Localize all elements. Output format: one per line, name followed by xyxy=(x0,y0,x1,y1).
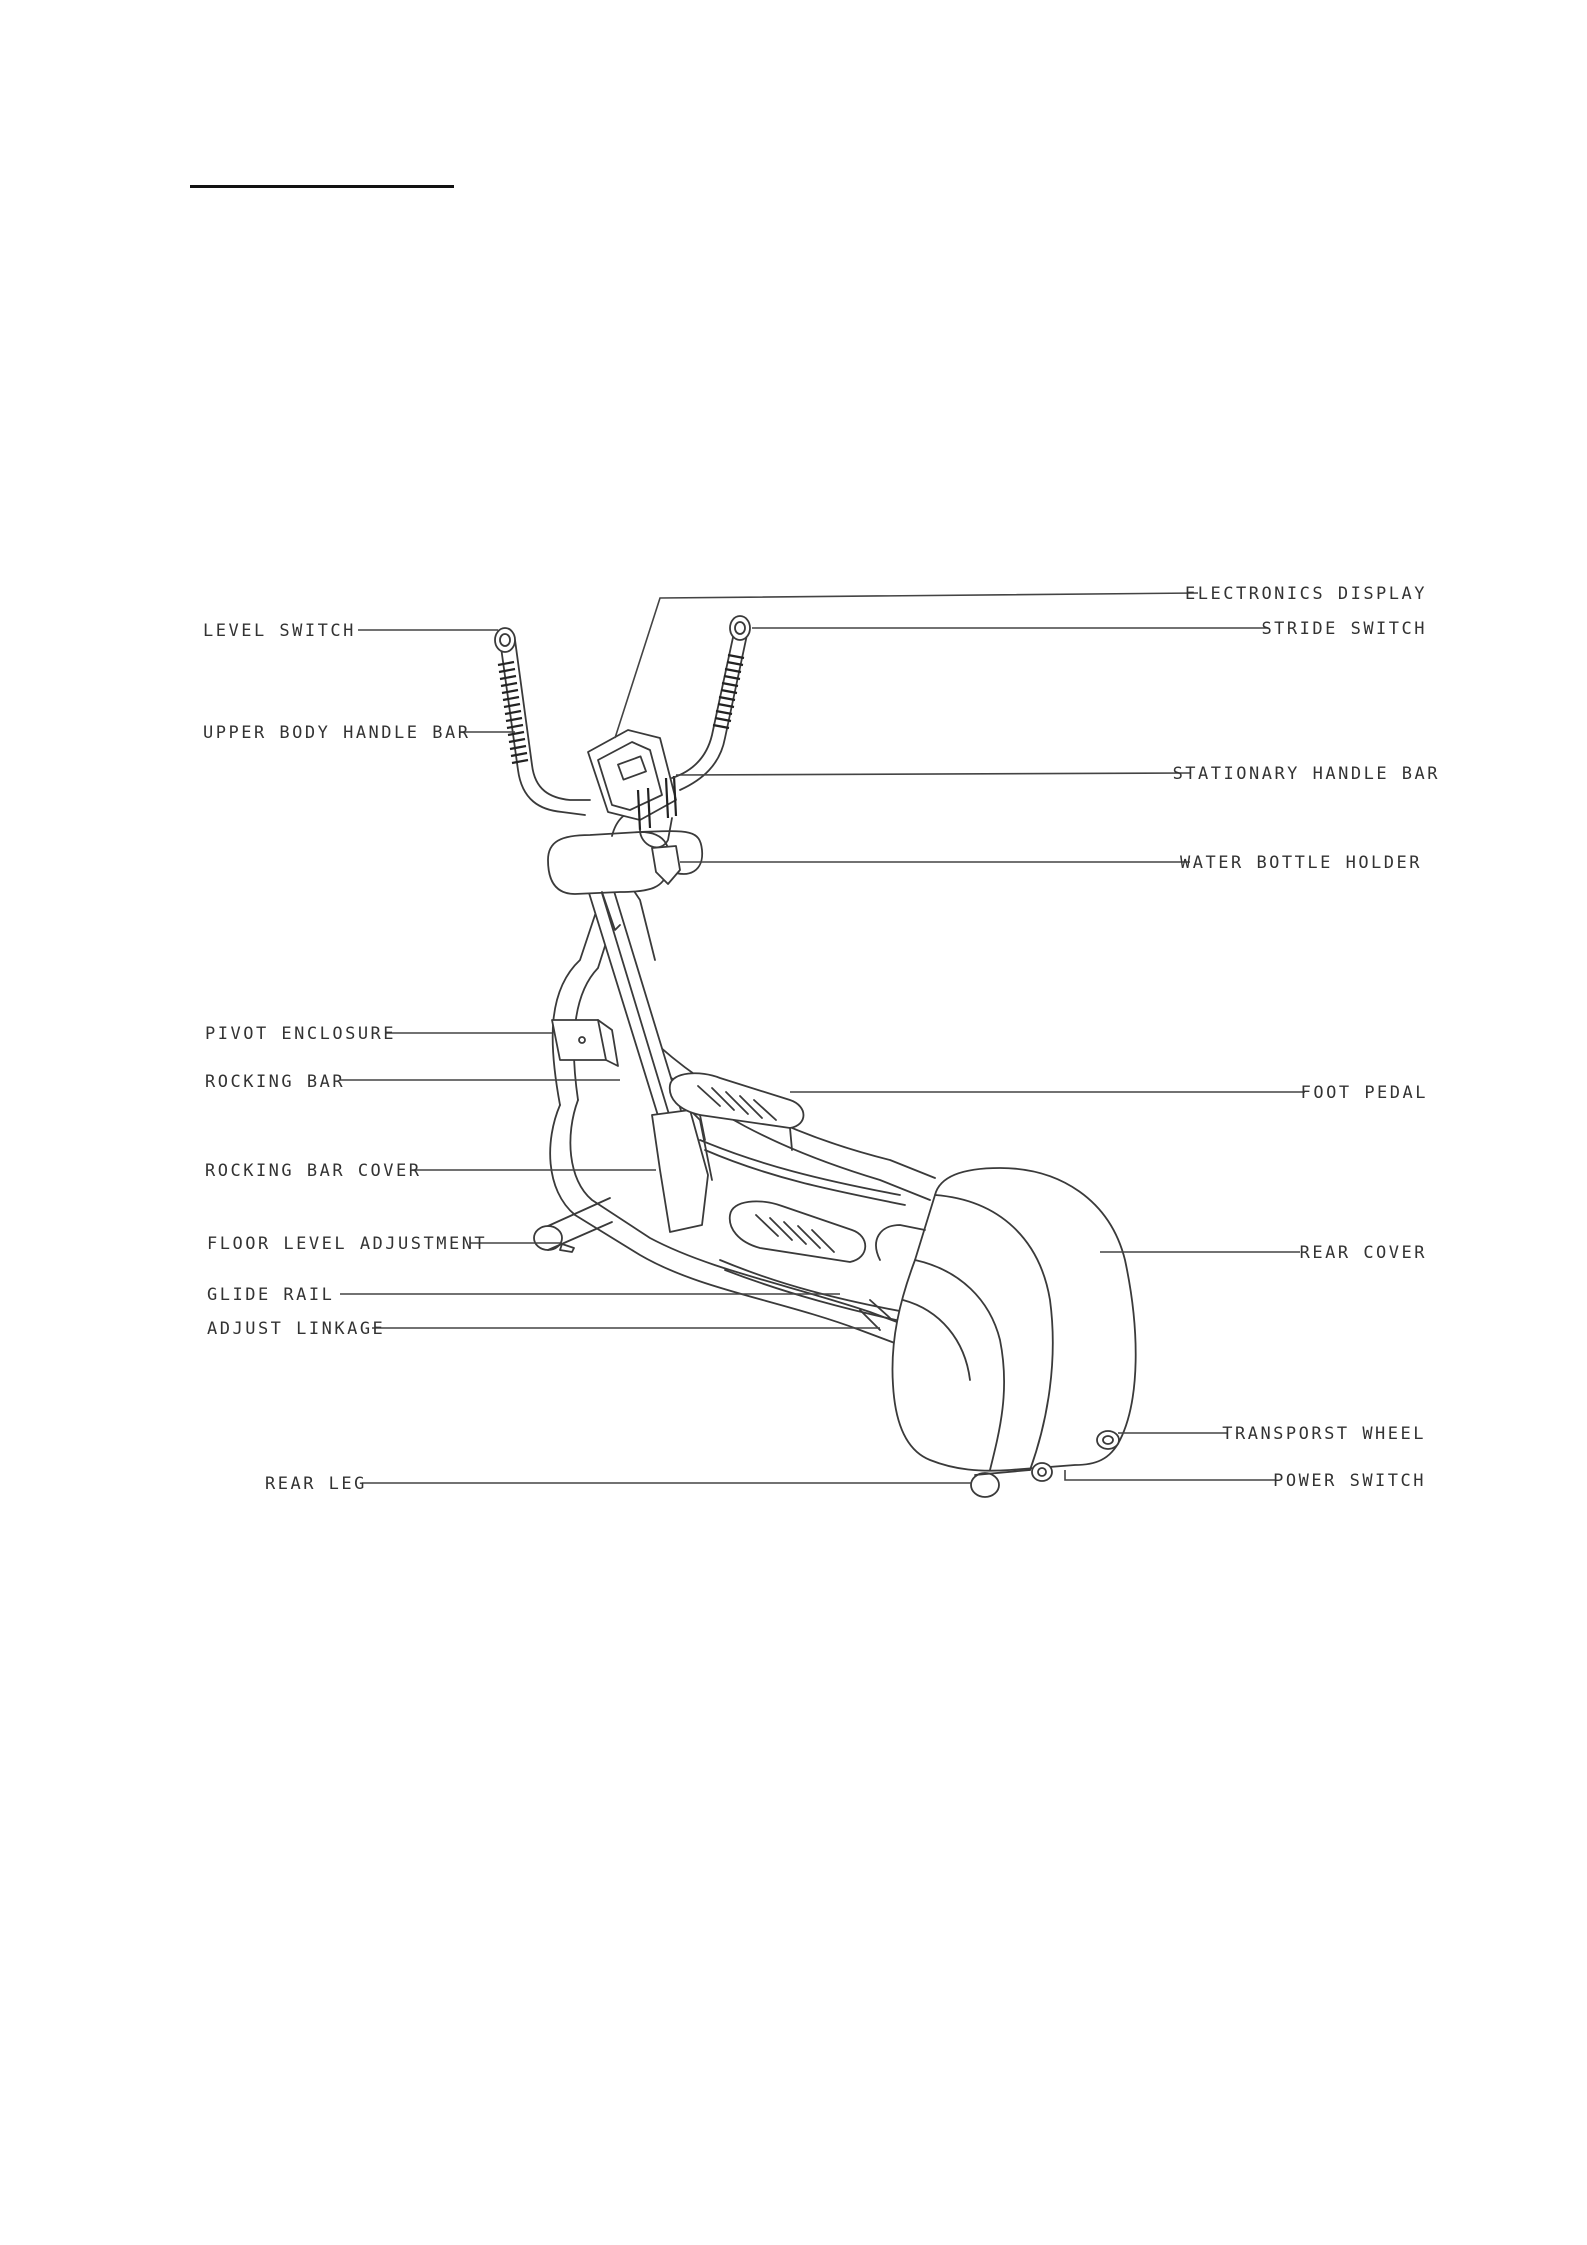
label-rear-leg: REAR LEG xyxy=(265,1474,367,1494)
leader-power-switch xyxy=(1065,1470,1275,1480)
label-stationary-handle-bar: STATIONARY HANDLE BAR xyxy=(1173,764,1440,784)
right-upper-handle-bar xyxy=(672,616,750,790)
rear-cover-shape xyxy=(876,1168,1136,1471)
label-level-switch: LEVEL SWITCH xyxy=(203,621,356,641)
label-stride-switch: STRIDE SWITCH xyxy=(1261,619,1427,639)
label-glide-rail: GLIDE RAIL xyxy=(207,1285,334,1305)
label-adjust-linkage: ADJUST LINKAGE xyxy=(207,1319,385,1339)
electronics-display-shape xyxy=(588,730,676,820)
label-floor-level-adjustment: FLOOR LEVEL ADJUSTMENT xyxy=(207,1234,487,1254)
pivot-enclosure-shape xyxy=(552,1020,618,1066)
leader-lines xyxy=(340,593,1305,1483)
label-upper-body-handle-bar: UPPER BODY HANDLE BAR xyxy=(203,723,470,743)
left-upper-handle-bar xyxy=(495,628,590,815)
label-foot-pedal: FOOT PEDAL xyxy=(1301,1083,1428,1103)
leader-stationary-handle-bar xyxy=(676,773,1190,775)
label-rocking-bar: ROCKING BAR xyxy=(205,1072,345,1092)
elliptical-trainer-drawing xyxy=(495,616,1136,1497)
label-transport-wheel: TRANSPORST WHEEL xyxy=(1222,1424,1426,1444)
rocking-bar-shape xyxy=(585,878,690,1148)
label-water-bottle-holder: WATER BOTTLE HOLDER xyxy=(1180,853,1422,873)
label-rocking-bar-cover: ROCKING BAR COVER xyxy=(205,1161,422,1181)
label-electronics-display: ELECTRONICS DISPLAY xyxy=(1185,584,1427,604)
part-labels: LEVEL SWITCH UPPER BODY HANDLE BAR PIVOT… xyxy=(203,584,1440,1494)
label-power-switch: POWER SWITCH xyxy=(1273,1471,1426,1491)
leader-electronics-display xyxy=(615,593,1198,738)
rear-foot-pedal xyxy=(730,1201,866,1262)
label-rear-cover: REAR COVER xyxy=(1300,1243,1427,1263)
label-pivot-enclosure: PIVOT ENCLOSURE xyxy=(205,1024,396,1044)
